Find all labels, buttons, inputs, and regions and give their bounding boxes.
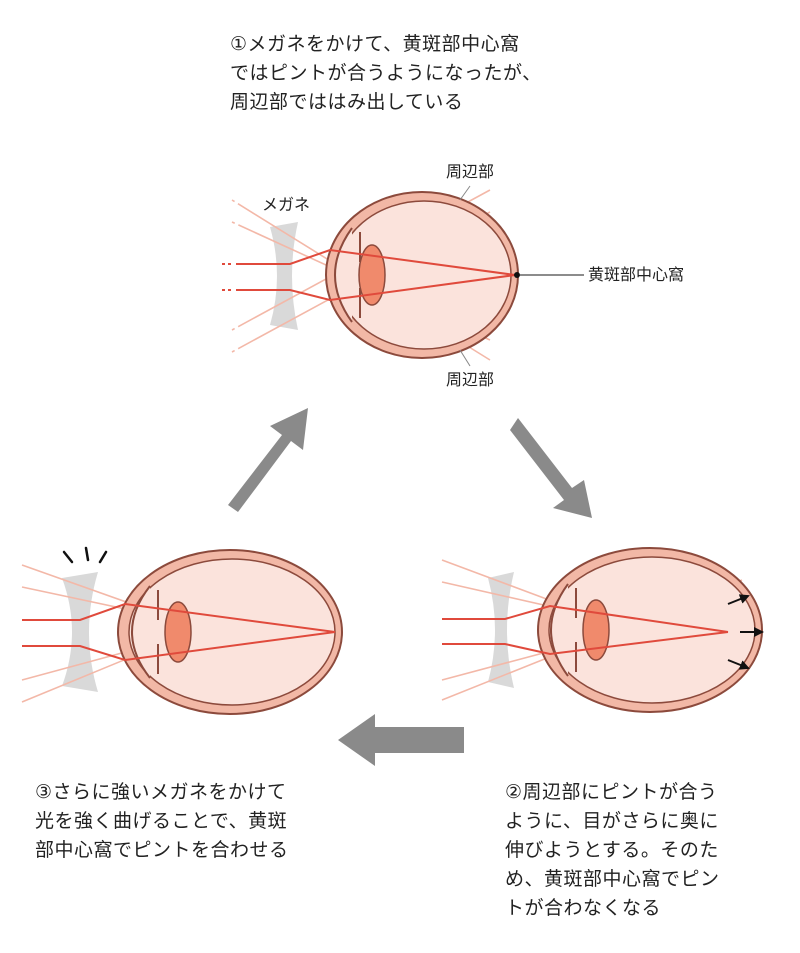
glasses-lens-right [488,572,514,688]
lens-top [358,244,386,306]
fovea-dot-top [514,272,520,278]
arrow-to-step2 [510,418,592,518]
lens-left [164,601,192,663]
cycle-arrows [228,408,592,766]
retina-left [128,558,336,706]
eye-top [222,185,584,367]
lens-right [582,599,610,661]
eye-left [21,546,343,715]
caption-step2: ②周辺部にピントが合う ように、目がさらに奥に 伸びようとする。そのた め、黄斑… [505,781,720,919]
central-rays-top [222,248,516,302]
label-fovea: 黄斑部中心窩 [588,265,685,284]
central-rays-left [22,602,336,662]
cornea-left [131,585,151,679]
retina-right [548,556,756,704]
central-rays-right [442,604,729,656]
label-periphery-top: 周辺部 [446,162,495,181]
stretch-arrows [727,594,764,670]
label-glasses: メガネ [262,195,311,214]
emphasis-marks [62,546,108,564]
caption-step1: ①メガネをかけて、黄斑部中心窩 ではピントが合うようになったが、 周辺部でははみ… [230,33,542,113]
periphery-pointer-bottom [459,349,471,367]
arrow-to-step3 [338,714,464,766]
arrow-to-step1 [228,408,308,512]
eye-right [441,547,764,713]
label-periphery-bottom: 周辺部 [446,370,495,389]
periphery-pointer-top [459,185,471,201]
caption-step3: ③さらに強いメガネをかけて 光を強く曲げることで、黄斑 部中心窩でピントを合わせ… [35,781,289,861]
